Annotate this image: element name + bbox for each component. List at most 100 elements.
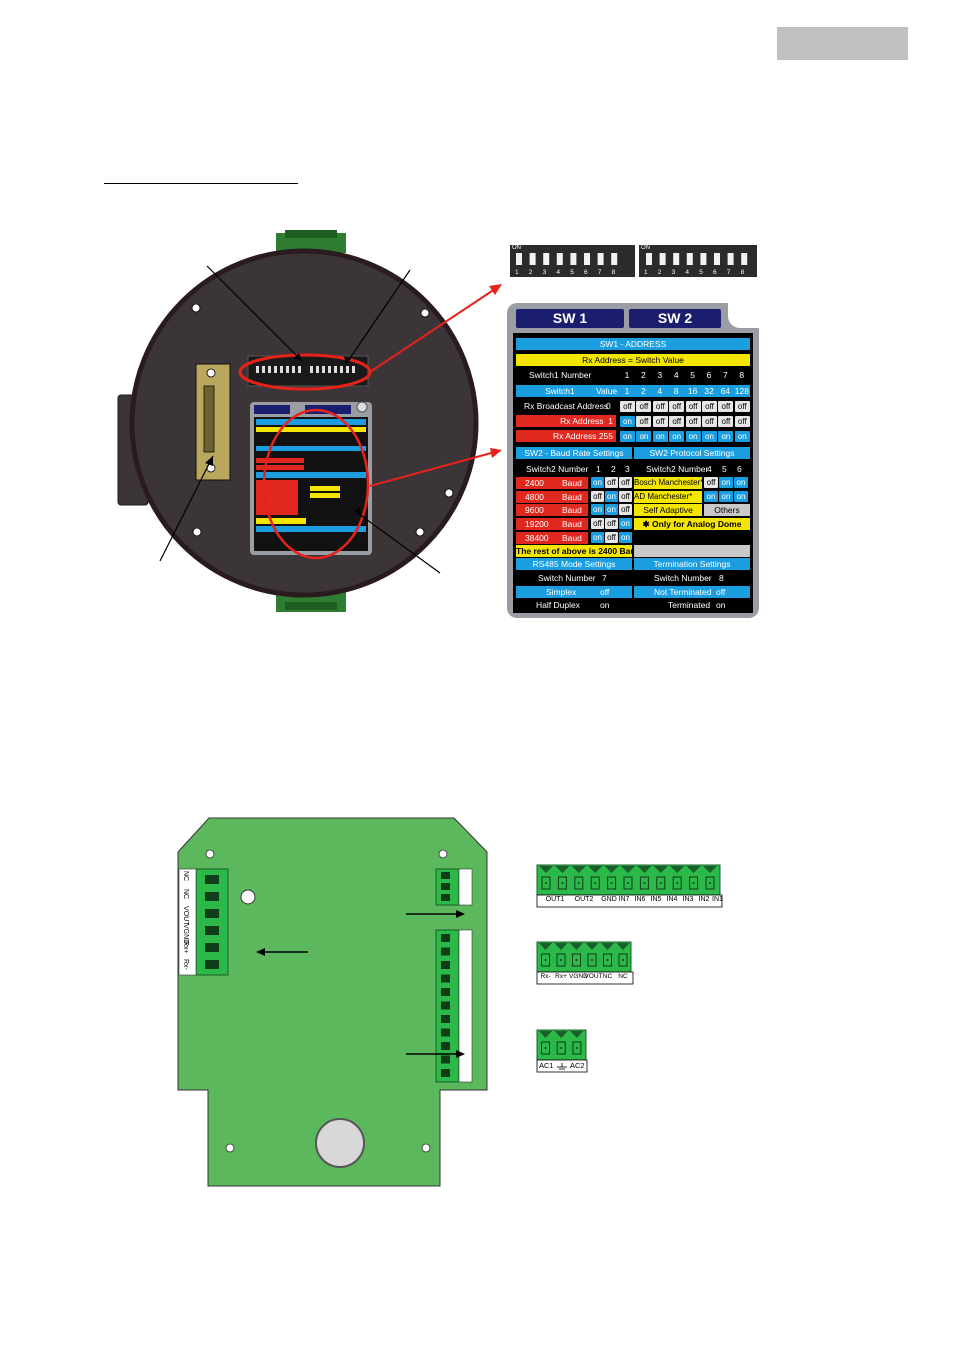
rs485-term-header-row: RS485 Mode Settings Termination Settings (516, 558, 750, 570)
connector-pin-socket (618, 953, 628, 967)
switch-state-pill: off (669, 415, 685, 427)
switch-state-pill: off (652, 400, 668, 412)
dip-knob (570, 253, 577, 265)
switch1-cell: 6 (706, 370, 712, 380)
dip-number: 7 (597, 269, 602, 276)
mini-card-screw (356, 401, 368, 413)
connector-pin-socket (705, 876, 715, 890)
connector-pin-dot (561, 882, 564, 884)
pcb-pin (205, 909, 219, 918)
pcb-pin (441, 894, 450, 901)
rx-address-equation: Rx Address = Switch Value (516, 354, 750, 366)
sw2-headers-row: SW2 - Baud Rate Settings SW2 Protocol Se… (516, 447, 750, 459)
switch1-cell: 16 (687, 386, 698, 396)
dip-number: 8 (740, 269, 745, 276)
connector-pin-top (554, 943, 568, 950)
connector-pin-top (601, 943, 614, 950)
rs485-label: Rx- (540, 973, 551, 980)
dip-sw1-on-marker: ON (512, 245, 521, 251)
dip-number: 5 (570, 269, 574, 276)
connector-pin-dot (560, 959, 562, 961)
alarm-label: IN7 (618, 896, 630, 903)
connector-pin-socket (689, 876, 699, 890)
pcb-rs485-terminal (195, 868, 229, 976)
red-callout-arrows (369, 288, 496, 487)
dip-number: 1 (644, 269, 648, 276)
dip-number: 2 (657, 269, 662, 276)
dip-number: 4 (685, 269, 690, 276)
connector-pin-top (539, 1031, 552, 1038)
dip-knob (556, 253, 563, 265)
connector-pin-top (653, 866, 668, 873)
pcb-left-label: VGND (182, 923, 189, 945)
dip-number: 4 (556, 269, 561, 276)
pcb-pin (205, 892, 219, 901)
baud-switch-pill: off (619, 477, 632, 488)
protocol-switch-pill: off (704, 477, 718, 488)
connector-pin-top (585, 943, 599, 950)
connector-pin-socket (572, 1041, 582, 1055)
dip-knob (516, 253, 522, 265)
switch-state-pill: off (734, 400, 750, 412)
pcb-pin (205, 960, 219, 969)
connector-pin-top (539, 866, 553, 873)
dip-number: 8 (611, 269, 616, 276)
connector-pin-socket (587, 953, 597, 967)
pcb-pin (441, 1042, 450, 1050)
pcb-left-label: NC (182, 871, 189, 882)
switch1-cell: 1 (624, 386, 630, 396)
baud-switch-pill: off (591, 490, 604, 502)
housing-screws (191, 303, 454, 537)
connector-pin-dot (544, 959, 547, 961)
switch-state-pill: on (669, 430, 685, 442)
connector-pin-socket (541, 876, 551, 890)
switch1-cell: 8 (673, 386, 679, 396)
connector-pin-socket (672, 876, 682, 890)
connector-pin-top (539, 943, 552, 950)
dip-knob (646, 253, 652, 265)
card-highlight-ellipse (262, 408, 370, 560)
connector-pin-socket (603, 953, 612, 967)
card-notch (728, 303, 759, 328)
connector-pin-top (686, 866, 701, 873)
switch-state-pill: off (636, 415, 652, 427)
dip-number: 7 (726, 269, 731, 276)
dip-knob (727, 253, 734, 265)
connector-pin-top (670, 866, 685, 873)
connector-pin-dot (591, 959, 593, 961)
connector-pin-top (616, 943, 630, 950)
bottom-mount-clip (285, 602, 337, 610)
switch-state-pill: on (685, 430, 701, 442)
switch1-cell: 32 (704, 386, 714, 396)
pcb-pin (205, 926, 219, 935)
pcb-pin (205, 943, 219, 952)
connector-pin-top (703, 866, 717, 873)
dip-sw2-on-marker: ON (641, 245, 650, 251)
switch-state-pill: off (702, 400, 717, 412)
pcb-pin (441, 1069, 450, 1077)
pcb-callout-arrows (262, 913, 458, 1055)
top-mount-clip (285, 230, 337, 238)
sw1-title: SW 1 (516, 309, 624, 328)
rs485-label: VGND (569, 973, 588, 980)
pcb-pin (205, 875, 219, 884)
switch-state-pill: off (734, 415, 750, 427)
baud-switch-pill: on (619, 518, 632, 530)
baud-switch-pill: on (605, 504, 618, 516)
pcb-pin (441, 1015, 450, 1023)
switch-state-pill: off (669, 400, 685, 412)
housing-dip-switches (256, 366, 355, 373)
baud-switch-pill: on (591, 504, 604, 516)
connector-pin-dot (622, 959, 624, 961)
dip-number: 3 (542, 269, 547, 276)
pcb-pin (441, 961, 450, 969)
alarm-label: IN2 (698, 896, 710, 903)
